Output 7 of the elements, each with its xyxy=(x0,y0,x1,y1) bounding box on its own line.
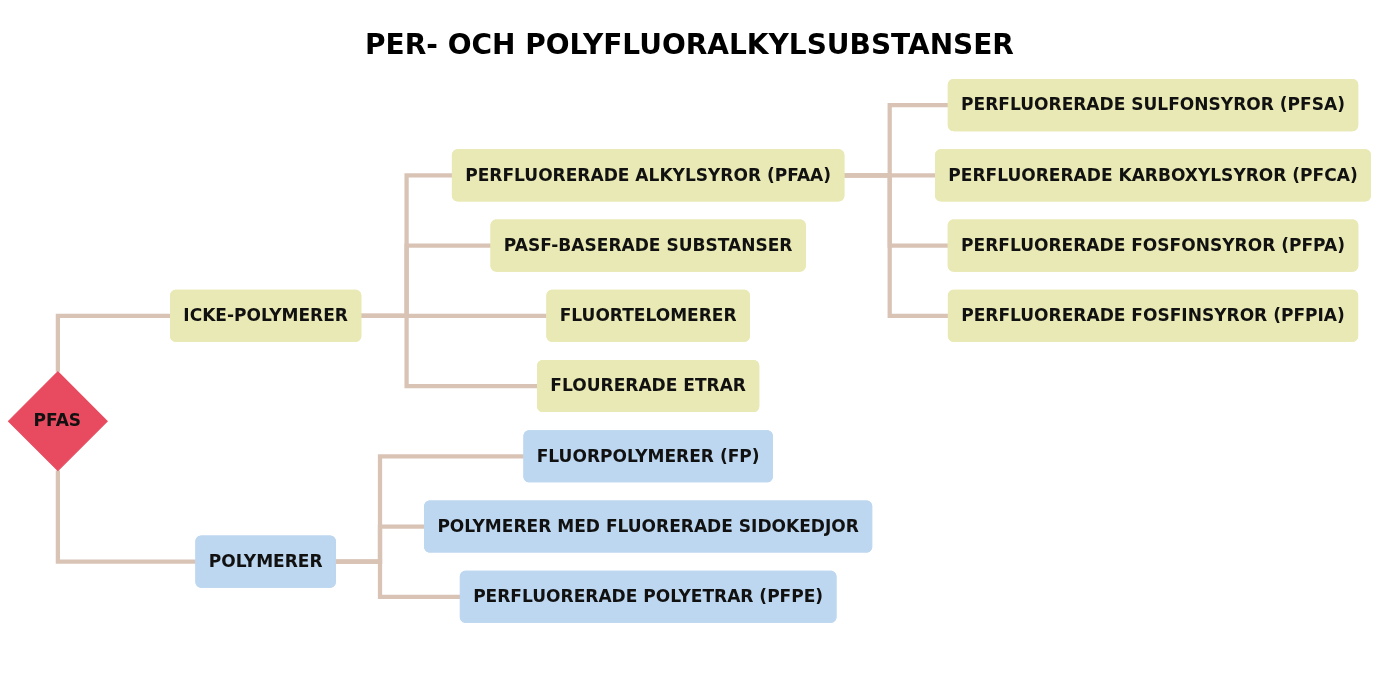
connector xyxy=(843,173,949,318)
connector xyxy=(55,470,196,564)
connector xyxy=(55,313,171,372)
connector xyxy=(360,313,538,389)
diagram-title: PER- OCH POLYFLUORALKYLSUBSTANSER xyxy=(364,28,1015,61)
node-diamond: PFAS xyxy=(7,371,108,472)
connector xyxy=(335,559,461,599)
